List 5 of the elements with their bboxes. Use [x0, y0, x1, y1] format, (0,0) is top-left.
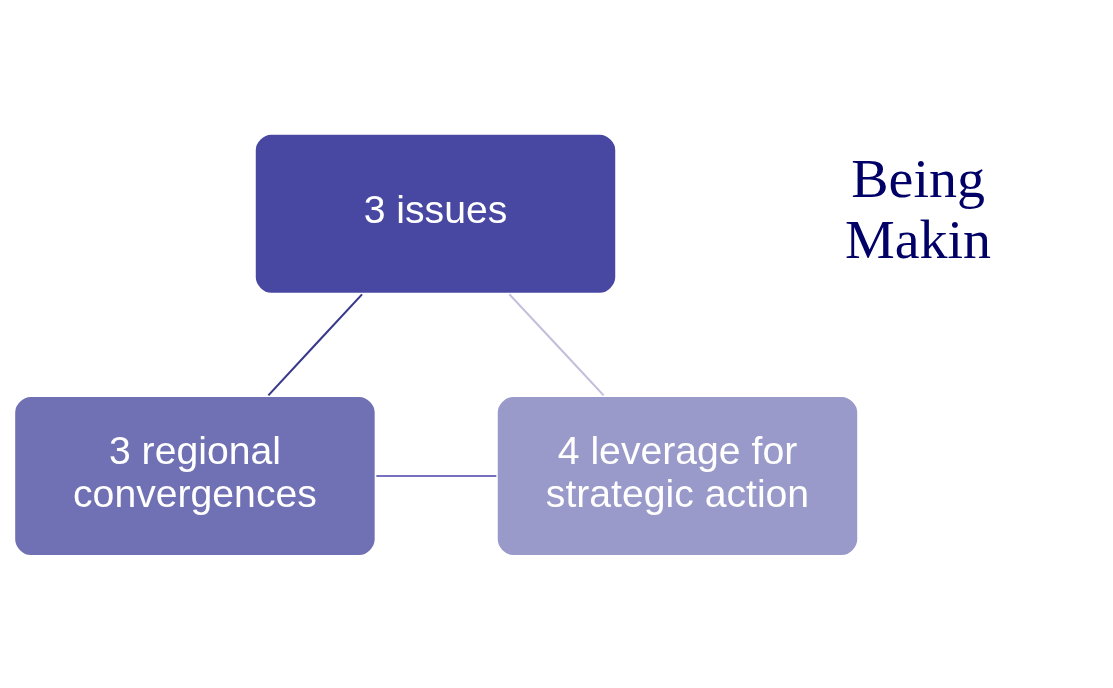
connector [376, 474, 497, 477]
connector [508, 293, 605, 396]
label: Being [851, 146, 985, 209]
connector [267, 293, 363, 396]
node-box: 3 issues [253, 131, 619, 296]
